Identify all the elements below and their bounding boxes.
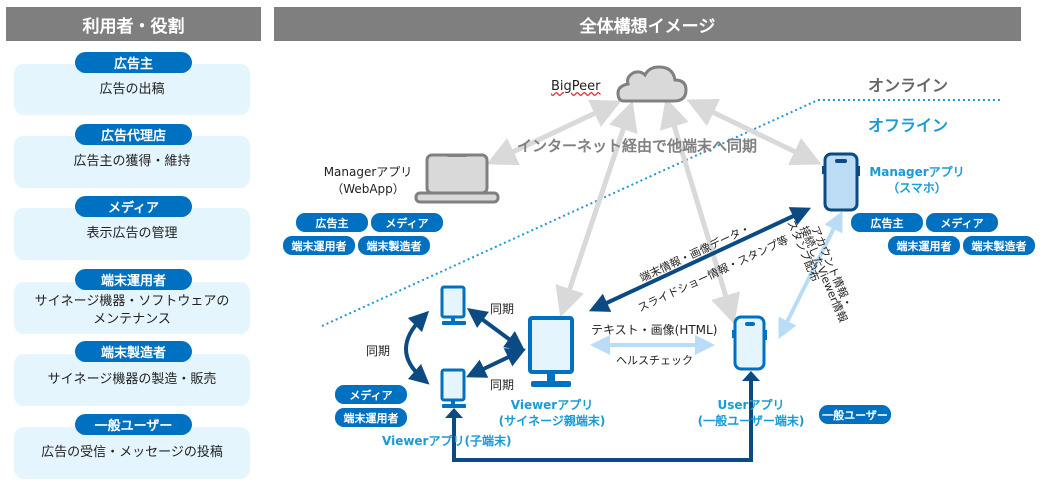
sync-label: 同期 (490, 378, 515, 392)
role-tag: 端末製造者 (962, 235, 1036, 256)
manager-webapp-label: Managerアプリ （WebApp） (322, 164, 414, 198)
user-to-child-connector (452, 380, 753, 462)
role-tag: 端末運用者 (282, 235, 356, 256)
role-card: サイネージ機器・ソフトウェアの メンテナンス (14, 282, 250, 334)
viewer-parent-label: Viewerアプリ (サイネージ親端末) (492, 397, 612, 429)
monitor-icon (440, 285, 466, 325)
arrowhead (445, 408, 463, 418)
role-tag: 端末運用者 (887, 235, 961, 256)
role-desc: 表示広告の管理 (86, 226, 178, 241)
role-tag: 端末運用者 (334, 407, 408, 428)
role-desc: 広告の受信・メッセージの投稿 (41, 445, 223, 460)
role-desc: サイネージ機器・ソフトウェアの メンテナンス (34, 294, 230, 327)
sync-arrow-child-top (466, 308, 526, 351)
manager-webapp-title: Managerアプリ (323, 165, 413, 179)
role-tag: 一般ユーザー (818, 404, 892, 425)
role-tag: 広告主 (850, 212, 924, 233)
overview-header: 全体構想イメージ (274, 7, 1021, 41)
role-pill: 広告主 (75, 52, 192, 73)
monitor-icon (440, 368, 466, 408)
sync-caption: インターネット経由で他端末へ同期 (517, 137, 758, 155)
offline-label: オフライン (868, 116, 949, 135)
manager-phone-subtitle: （スマホ） (887, 181, 947, 195)
viewer-child-label: Viewerアプリ(子端末) (382, 434, 512, 448)
role-tag: メディア (334, 384, 408, 405)
smartphone-icon (822, 152, 860, 212)
health-check-label: ヘルスチェック (616, 354, 693, 367)
manager-phone-label: Managerアプリ （スマホ） (868, 164, 966, 196)
role-pill: 端末運用者 (75, 269, 192, 290)
role-desc: サイネージ機器の製造・販売 (47, 372, 217, 387)
role-tag: 広告主 (295, 212, 369, 233)
role-desc: 広告主の獲得・維持 (73, 154, 191, 169)
roles-header: 利用者・役割 (6, 7, 261, 41)
smartphone-icon (732, 315, 767, 371)
cloud-icon (616, 65, 688, 103)
monitor-icon (528, 316, 574, 387)
sync-label: 同期 (490, 302, 515, 316)
sync-arrow-manager-phone (686, 98, 822, 166)
online-label: オンライン (868, 76, 949, 95)
sync-arrow-children (404, 310, 430, 385)
viewer-parent-subtitle: (サイネージ親端末) (498, 414, 606, 428)
role-pill: 一般ユーザー (75, 414, 192, 435)
bigpeer-label: BigPeer (551, 79, 601, 94)
laptop-icon (414, 153, 500, 204)
sync-arrow-child-bottom (465, 348, 527, 378)
sync-label: 同期 (366, 344, 391, 358)
manager-phone-title: Managerアプリ (869, 165, 965, 179)
text-image-label: テキスト・画像(HTML) (591, 323, 718, 337)
role-pill: 広告代理店 (75, 124, 192, 145)
role-card: サイネージ機器の製造・販売 (14, 354, 250, 406)
user-app-label: Userアプリ (一般ユーザー端末) (690, 397, 812, 429)
arrowhead (742, 371, 760, 381)
viewer-parent-title: Viewerアプリ (510, 398, 594, 412)
user-app-subtitle: (一般ユーザー端末) (697, 414, 805, 428)
account-info-arrow (778, 211, 843, 339)
role-tag: メディア (370, 212, 444, 233)
role-pill: メディア (75, 196, 192, 217)
role-card: 広告の受信・メッセージの投稿 (14, 427, 250, 479)
manager-webapp-subtitle: （WebApp） (331, 182, 405, 196)
data-sync-arrow (588, 207, 812, 312)
role-desc: 広告の出稿 (99, 81, 165, 97)
role-pill: 端末製造者 (75, 341, 192, 362)
role-tag: 端末製造者 (357, 235, 431, 256)
role-tag: メディア (925, 212, 999, 233)
user-app-title: Userアプリ (717, 398, 785, 412)
